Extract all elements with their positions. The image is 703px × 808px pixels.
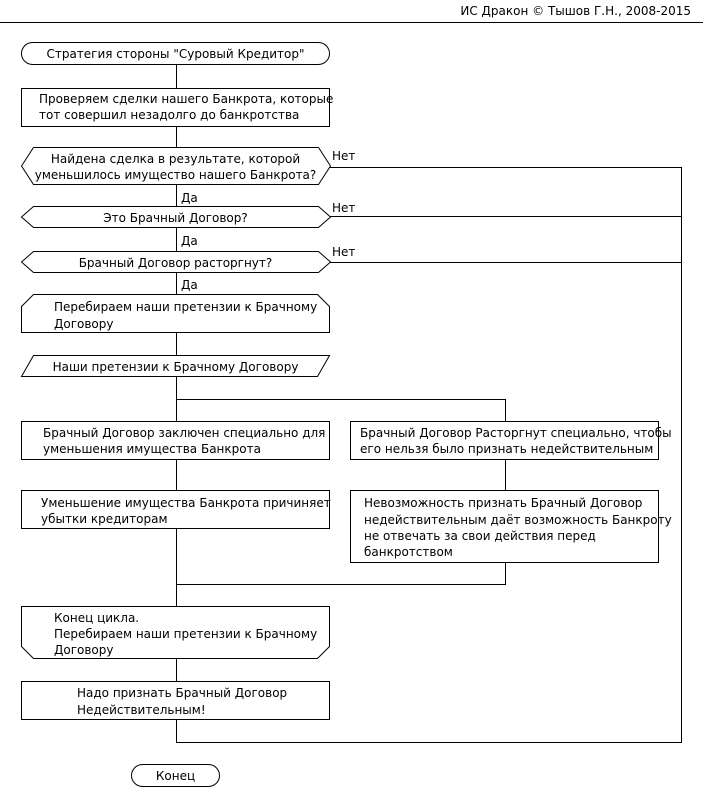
svg-text:его нельзя было признать недей: его нельзя было признать недействительны… bbox=[360, 442, 653, 456]
svg-text:Брачный Договор Расторгнут спе: Брачный Договор Расторгнут специально, ч… bbox=[360, 426, 672, 440]
svg-text:убытки кредиторам: убытки кредиторам bbox=[41, 512, 168, 526]
svg-text:Это Брачный Договор?: Это Брачный Договор? bbox=[103, 211, 248, 225]
action-right-branch-2: Невозможность признать Брачный Договор н… bbox=[350, 490, 672, 563]
label-no-deal-found: Нет bbox=[332, 149, 355, 163]
svg-text:Перебираем наши претензии к Бр: Перебираем наши претензии к Брачному bbox=[54, 300, 317, 314]
loop-end: Конец цикла. Перебираем наши претензии к… bbox=[21, 606, 330, 659]
input-claims: Наши претензии к Брачному Договору bbox=[20, 355, 331, 377]
svg-text:Недействительным!: Недействительным! bbox=[77, 703, 206, 717]
label-yes-marriage-contract: Да bbox=[181, 234, 198, 248]
svg-text:Проверяем сделки нашего Банкро: Проверяем сделки нашего Банкрота, которы… bbox=[39, 92, 333, 106]
svg-text:Договору: Договору bbox=[54, 317, 114, 331]
question-deal-found: Найдена сделка в результате, которой уме… bbox=[20, 147, 332, 185]
svg-text:Брачный Договор заключен специ: Брачный Договор заключен специально для bbox=[43, 426, 325, 440]
svg-text:Надо признать Брачный Договор: Надо признать Брачный Договор bbox=[77, 686, 287, 700]
svg-text:недействительным даёт возможно: недействительным даёт возможность Банкро… bbox=[364, 513, 672, 527]
action-right-branch-1: Брачный Договор Расторгнут специально, ч… bbox=[350, 421, 672, 460]
question-marriage-contract: Это Брачный Договор? bbox=[20, 206, 332, 228]
svg-text:Договору: Договору bbox=[54, 643, 114, 657]
action-left-branch-2: Уменьшение имущества Банкрота причиняет … bbox=[21, 490, 331, 529]
svg-text:Конец: Конец bbox=[156, 769, 195, 783]
svg-text:Невозможность признать Брачный: Невозможность признать Брачный Договор bbox=[364, 496, 642, 510]
end-terminator: Конец bbox=[131, 764, 220, 787]
question-contract-dissolved: Брачный Договор расторгнут? bbox=[20, 251, 332, 273]
svg-text:уменьшения имущества Банкрота: уменьшения имущества Банкрота bbox=[43, 442, 261, 456]
svg-text:тот совершил незадолго до банк: тот совершил незадолго до банкротства bbox=[39, 108, 299, 122]
action-conclusion: Надо признать Брачный Договор Недействит… bbox=[21, 681, 330, 720]
label-yes-contract-dissolved: Да bbox=[181, 278, 198, 292]
action-left-branch-1: Брачный Договор заключен специально для … bbox=[21, 421, 330, 460]
svg-text:Конец цикла.: Конец цикла. bbox=[54, 611, 139, 625]
label-no-marriage-contract: Нет bbox=[332, 201, 355, 215]
label-no-contract-dissolved: Нет bbox=[332, 245, 355, 259]
svg-text:Брачный Договор расторгнут?: Брачный Договор расторгнут? bbox=[79, 256, 273, 270]
header-credit: ИС Дракон © Тышов Г.Н., 2008-2015 bbox=[460, 4, 691, 18]
loop-start: Перебираем наши претензии к Брачному Дог… bbox=[21, 294, 330, 333]
svg-text:уменьшилось имущество нашего Б: уменьшилось имущество нашего Банкрота? bbox=[35, 168, 317, 182]
svg-text:не отвечать за свои действия п: не отвечать за свои действия перед bbox=[364, 529, 596, 543]
svg-text:Найдена сделка в результате, к: Найдена сделка в результате, которой bbox=[51, 152, 300, 166]
svg-text:банкротством: банкротством bbox=[364, 545, 453, 559]
svg-text:Стратегия стороны "Суровый Кре: Стратегия стороны "Суровый Кредитор" bbox=[46, 47, 304, 61]
svg-text:Уменьшение имущества Банкрота: Уменьшение имущества Банкрота причиняет bbox=[41, 496, 331, 510]
label-yes-deal-found: Да bbox=[181, 191, 198, 205]
svg-text:Перебираем наши претензии к Бр: Перебираем наши претензии к Брачному bbox=[54, 627, 317, 641]
title-terminator: Стратегия стороны "Суровый Кредитор" bbox=[21, 42, 330, 65]
action-check-deals: Проверяем сделки нашего Банкрота, которы… bbox=[21, 88, 333, 127]
svg-text:Наши претензии к Брачному Дого: Наши претензии к Брачному Договору bbox=[53, 360, 299, 374]
